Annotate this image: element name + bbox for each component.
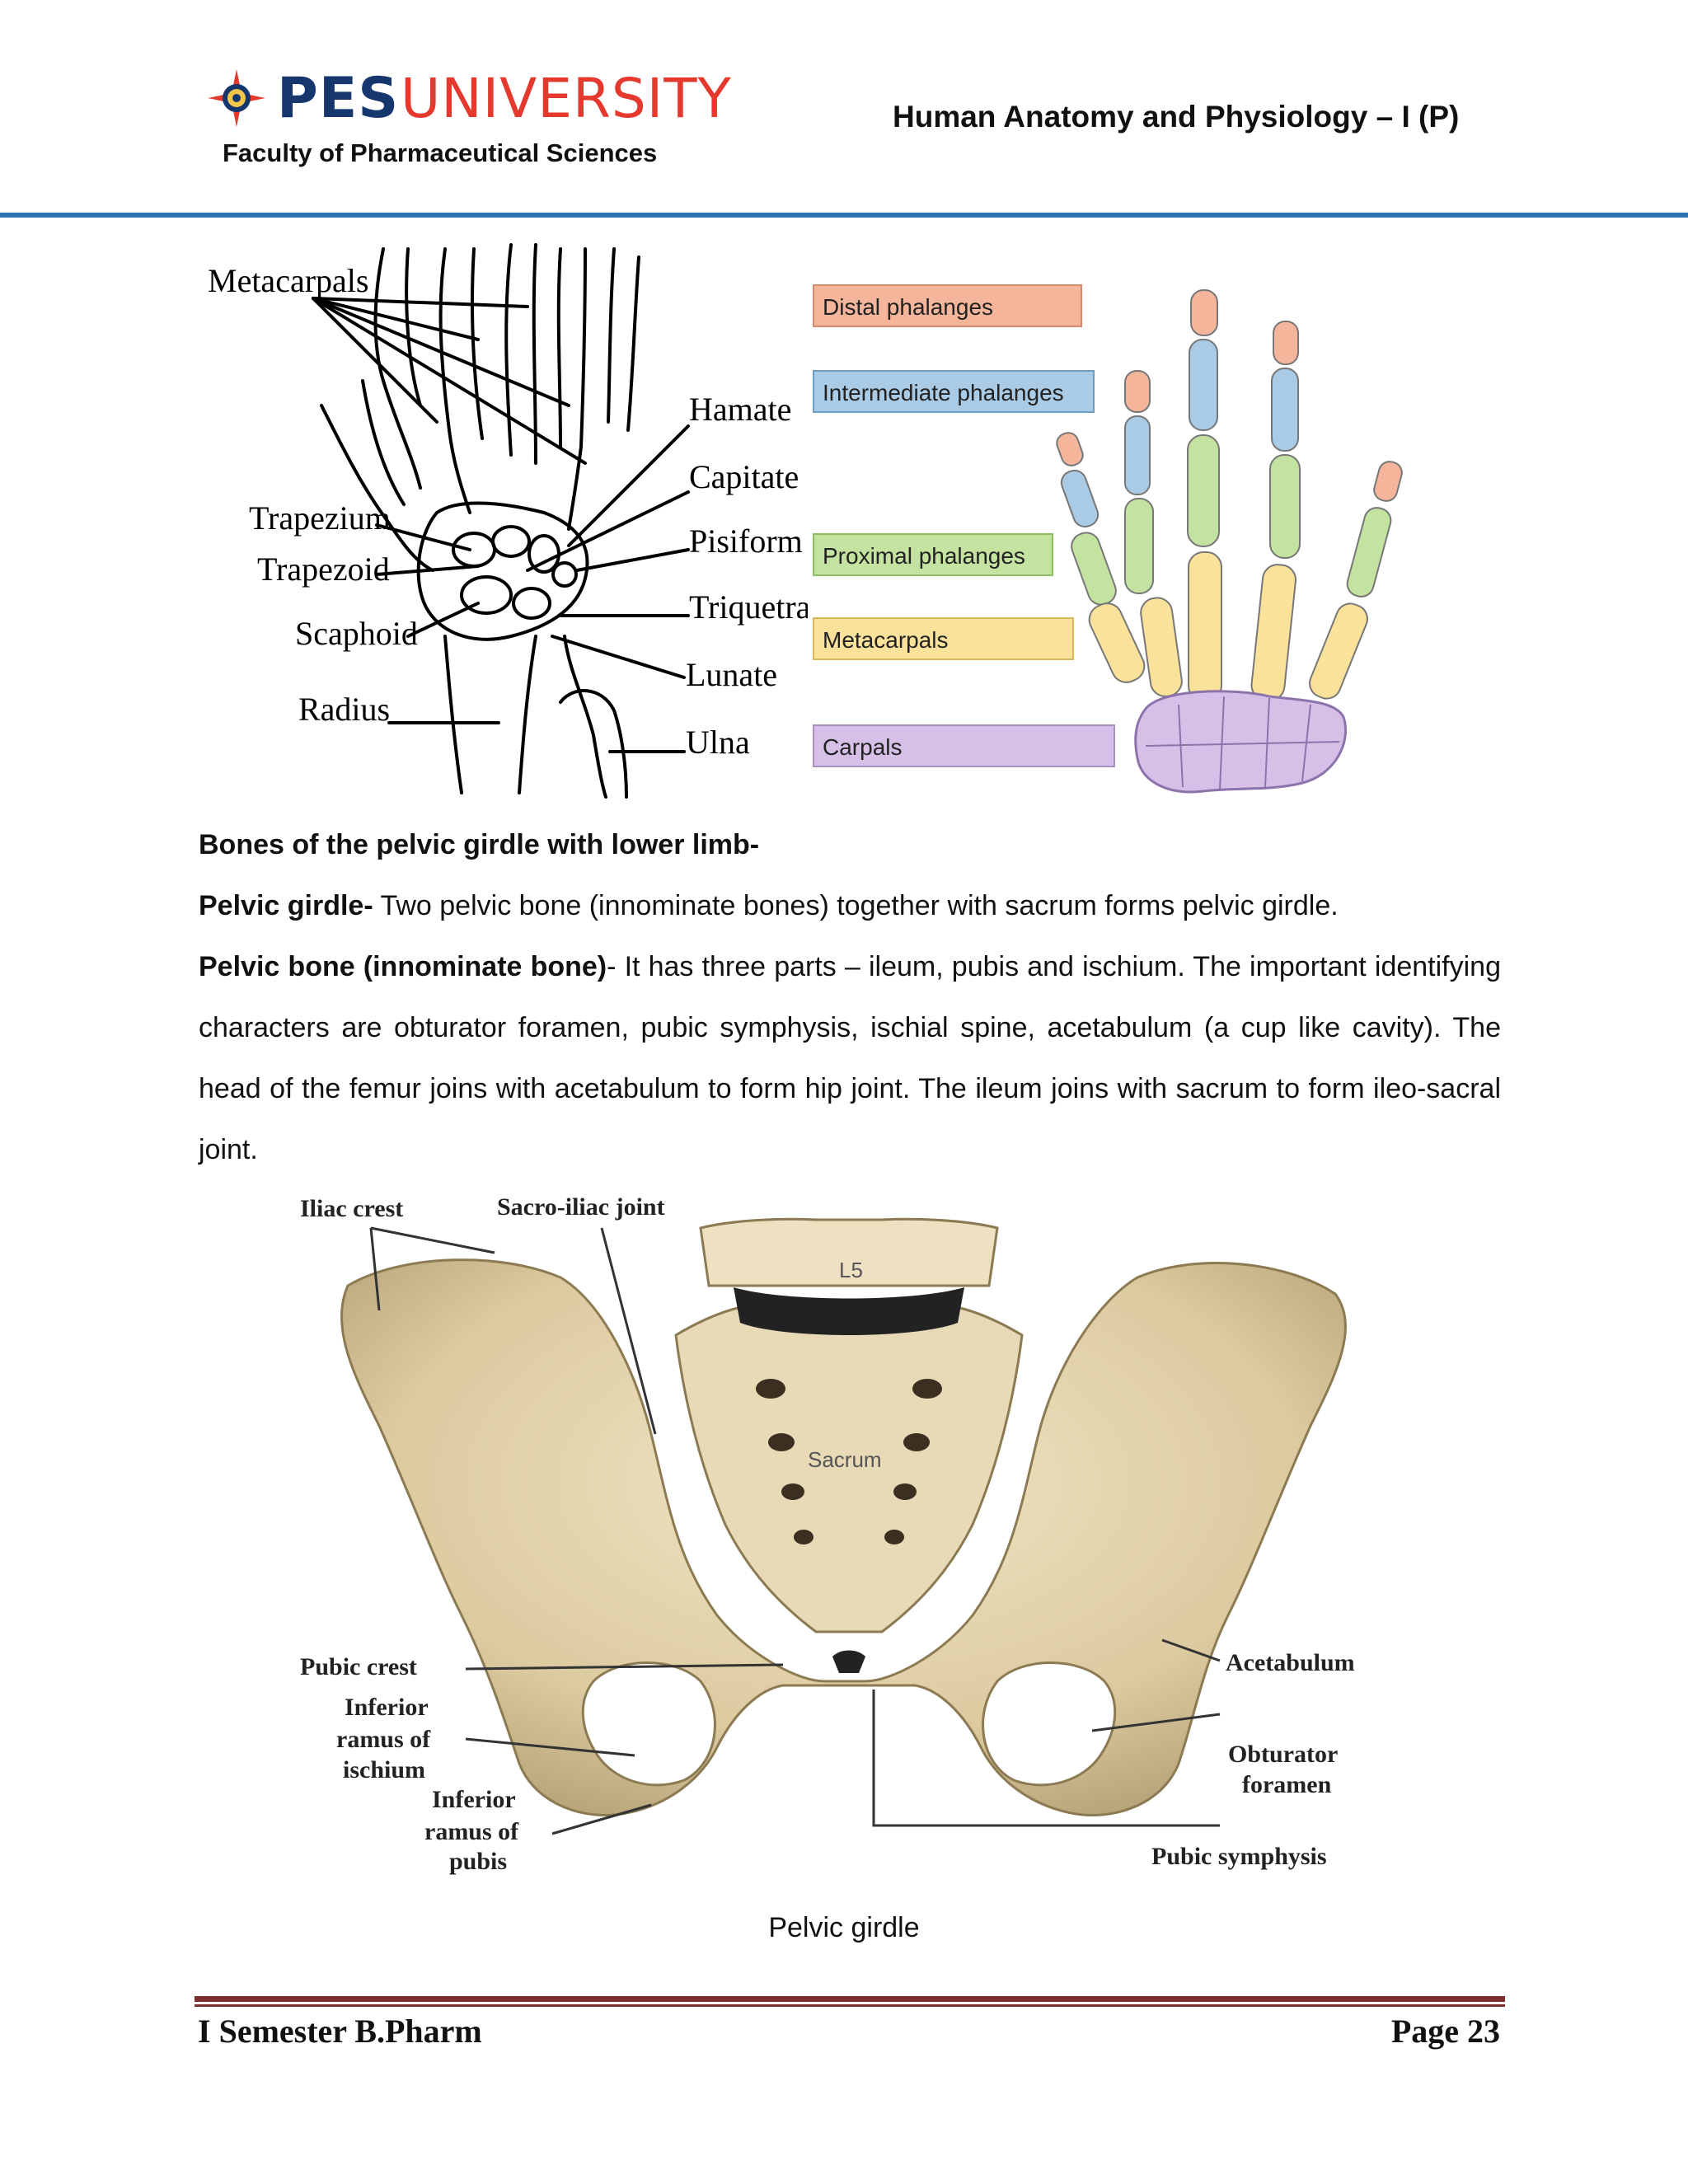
footer-semester: I Semester B.Pharm: [198, 2013, 482, 2050]
header-divider: [0, 213, 1688, 218]
pelvic-bone-paragraph: Pelvic bone (innominate bone)- It has th…: [199, 936, 1501, 1180]
pelvic-bone-term: Pelvic bone (innominate bone): [199, 951, 607, 982]
label-trapezium: Trapezium: [249, 499, 391, 537]
logo-university-text: UNIVERSITY: [401, 67, 732, 130]
label-radius: Radius: [298, 691, 390, 728]
label-obturator-foramen-2: foramen: [1242, 1771, 1332, 1798]
label-inferior-ramus-pubis-3: pubis: [449, 1848, 507, 1875]
label-inferior-ramus-ischium-3: ischium: [343, 1756, 425, 1783]
university-emblem-icon: [208, 69, 265, 127]
course-title: Human Anatomy and Physiology – I (P): [893, 100, 1460, 134]
label-inferior-ramus-ischium-2: ramus of: [336, 1726, 431, 1753]
faculty-name: Faculty of Pharmaceutical Sciences: [223, 138, 658, 167]
label-iliac-crest: Iliac crest: [300, 1195, 403, 1222]
label-hamate: Hamate: [689, 391, 791, 428]
legend-intermediate-phalanges: Intermediate phalanges: [823, 380, 1064, 405]
hand-bones-line-diagram: Metacarpals Hamate Capitate Trapezium Pi…: [208, 243, 808, 799]
footer-divider: [195, 1996, 1505, 2002]
label-inferior-ramus-pubis-2: ramus of: [424, 1818, 519, 1845]
footer-page-number: Page 23: [1390, 2013, 1500, 2050]
legend-metacarpals: Metacarpals: [823, 627, 949, 653]
label-pubic-crest: Pubic crest: [300, 1653, 417, 1680]
legend-carpals: Carpals: [823, 734, 902, 760]
label-pubic-symphysis: Pubic symphysis: [1151, 1843, 1327, 1870]
legend-distal-phalanges: Distal phalanges: [823, 294, 993, 320]
label-metacarpals: Metacarpals: [208, 262, 368, 299]
label-obturator-foramen-1: Obturator: [1228, 1741, 1338, 1768]
section-heading: Bones of the pelvic girdle with lower li…: [199, 829, 760, 860]
label-ulna: Ulna: [686, 724, 750, 761]
label-inferior-ramus-pubis-1: Inferior: [432, 1786, 516, 1813]
pelvic-girdle-text: Two pelvic bone (innominate bones) toget…: [373, 890, 1339, 921]
label-trapezoid: Trapezoid: [257, 551, 390, 588]
label-pisiform: Pisiform: [689, 523, 803, 560]
logo-pes-text: PES: [277, 66, 400, 131]
hand-bones-color-diagram: Distal phalanges Intermediate phalanges …: [813, 284, 1403, 794]
pelvic-girdle-term: Pelvic girdle-: [199, 890, 373, 921]
footer-divider-thin: [195, 2004, 1505, 2007]
pelvic-bone-text: - It has three parts – ileum, pubis and …: [199, 951, 1501, 1165]
label-scaphoid: Scaphoid: [295, 615, 418, 652]
label-sacrum: Sacrum: [808, 1447, 882, 1472]
label-triquetral: Triquetral: [689, 588, 808, 626]
label-capitate: Capitate: [689, 458, 799, 495]
label-sacro-iliac-joint: Sacro-iliac joint: [497, 1193, 665, 1221]
label-inferior-ramus-ischium-1: Inferior: [345, 1694, 429, 1721]
legend-proximal-phalanges: Proximal phalanges: [823, 543, 1025, 569]
pelvic-girdle-paragraph: Pelvic girdle- Two pelvic bone (innomina…: [199, 875, 1501, 936]
label-lunate: Lunate: [686, 656, 777, 693]
pelvic-girdle-figure: Iliac crest Sacro-iliac joint Pubic cres…: [300, 1193, 1355, 1875]
figure-caption: Pelvic girdle: [768, 1912, 920, 1943]
label-l5: L5: [839, 1258, 863, 1282]
label-acetabulum: Acetabulum: [1226, 1649, 1355, 1676]
